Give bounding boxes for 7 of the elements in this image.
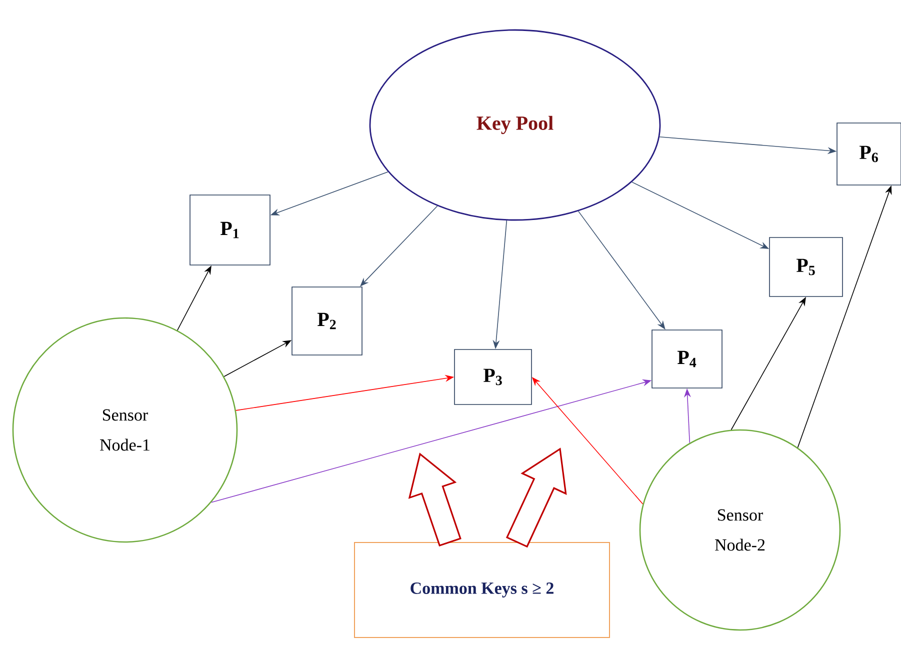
key-box: P$_{6}$ (836, 122, 901, 186)
key-box: P$_{5}$ (769, 237, 843, 297)
note-box: Common Keys s ≥ 2 (354, 542, 610, 638)
key-box: P$_{1}$ (190, 194, 270, 266)
key-box: P$_{4}$ (652, 330, 722, 388)
key-box: P$_{2}$ (292, 286, 362, 356)
key-box: P$_{3}$ (454, 349, 532, 405)
